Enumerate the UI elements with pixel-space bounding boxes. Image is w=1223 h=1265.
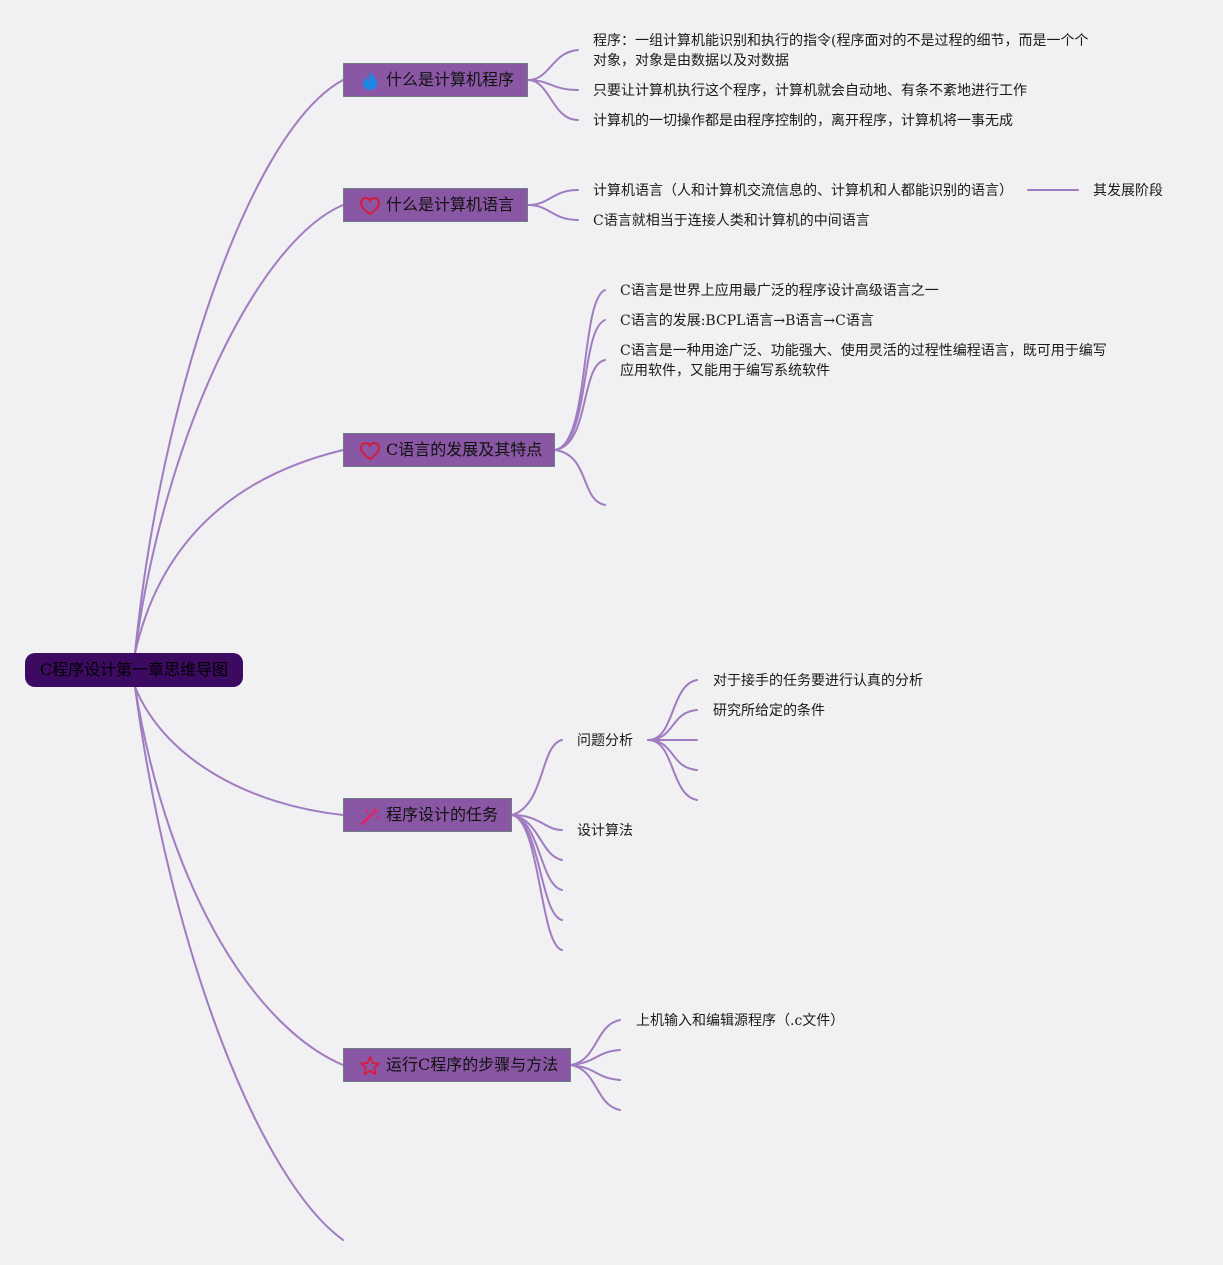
- leaf-development-stages[interactable]: 其发展阶段: [1093, 183, 1163, 199]
- leaf-c-widely-used[interactable]: C语言是世界上应用最广泛的程序设计高级语言之一: [620, 283, 939, 299]
- leaf-c-history[interactable]: C语言的发展:BCPL语言→B语言→C语言: [620, 313, 874, 329]
- leaf-computer-language[interactable]: 计算机语言（人和计算机交流信息的、计算机和人都能识别的语言）: [593, 183, 1013, 199]
- topic-c-development[interactable]: C语言的发展及其特点: [343, 433, 555, 467]
- root-topic[interactable]: C程序设计第一章思维导图: [25, 653, 243, 687]
- leaf-program-definition[interactable]: 程序：一组计算机能识别和执行的指令(程序面对的不是过程的细节，而是一个个对象，对…: [593, 33, 1089, 69]
- leaf-analyze-task[interactable]: 对于接手的任务要进行认真的分析: [713, 673, 923, 689]
- topic-what-is-language[interactable]: 什么是计算机语言: [343, 188, 528, 222]
- heart-icon: [359, 441, 381, 461]
- leaf-c-middle-language[interactable]: C语言就相当于连接人类和计算机的中间语言: [593, 213, 870, 229]
- topic-label: 运行C程序的步骤与方法: [386, 1055, 559, 1074]
- leaf-design-algorithm[interactable]: 设计算法: [577, 823, 633, 839]
- topic-label: C语言的发展及其特点: [386, 440, 543, 459]
- leaf-c-features[interactable]: C语言是一种用途广泛、功能强大、使用灵活的过程性编程语言，既可用于编写应用软件，…: [620, 343, 1107, 379]
- topic-label: 什么是计算机语言: [386, 195, 515, 214]
- leaf-edit-source[interactable]: 上机输入和编辑源程序（.c文件）: [636, 1013, 845, 1029]
- leaf-study-conditions[interactable]: 研究所给定的条件: [713, 703, 825, 719]
- topic-programming-tasks[interactable]: 程序设计的任务: [343, 798, 512, 832]
- magic-wand-icon: [360, 807, 380, 826]
- leaf-problem-analysis[interactable]: 问题分析: [577, 733, 633, 749]
- leaf-program-auto-run[interactable]: 只要让计算机执行这个程序，计算机就会自动地、有条不紊地进行工作: [593, 83, 1027, 99]
- topic-run-c-program[interactable]: 运行C程序的步骤与方法: [343, 1048, 571, 1082]
- leaf-program-control[interactable]: 计算机的一切操作都是由程序控制的，离开程序，计算机将一事无成: [593, 113, 1013, 129]
- topic-label: 程序设计的任务: [386, 805, 499, 824]
- heart-icon: [359, 196, 381, 216]
- star-icon: [360, 1056, 380, 1076]
- flame-icon: [363, 72, 377, 90]
- topic-label: 什么是计算机程序: [386, 70, 515, 89]
- topic-what-is-program[interactable]: 什么是计算机程序: [343, 63, 528, 97]
